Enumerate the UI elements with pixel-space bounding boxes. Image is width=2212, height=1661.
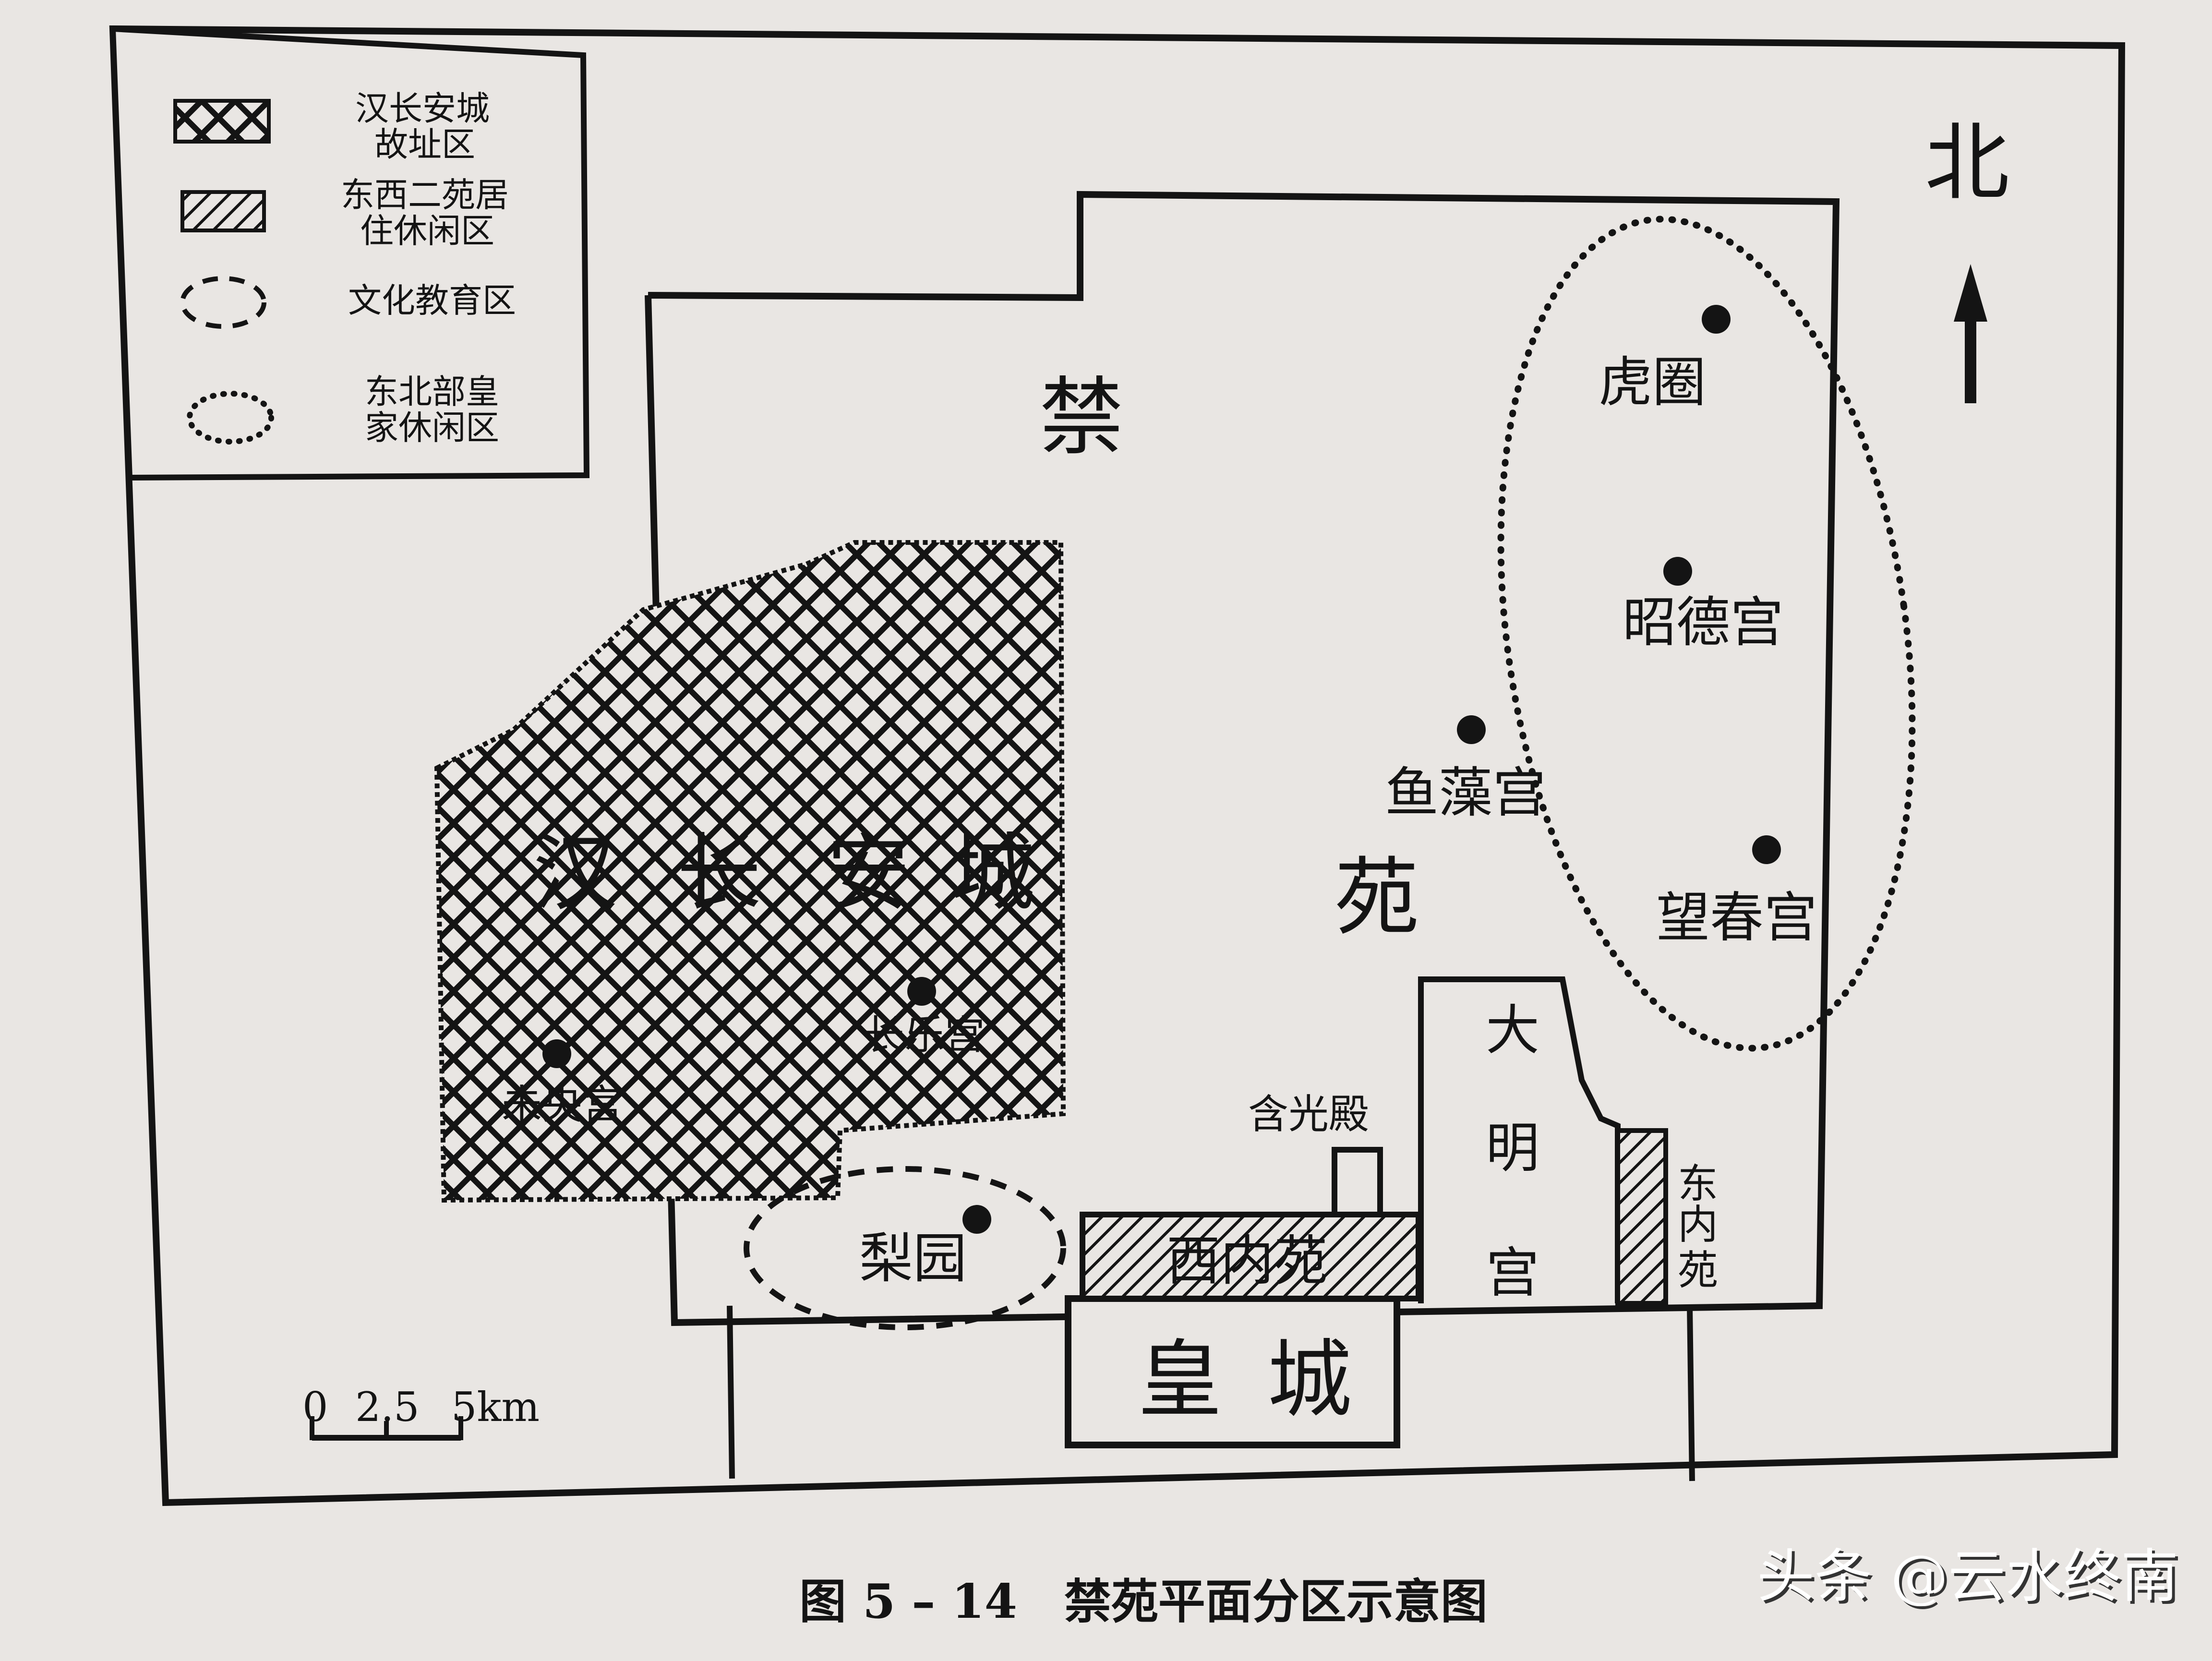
legend-label-1b: 故址区 bbox=[374, 125, 475, 164]
scale-tick-5km: 5km bbox=[451, 1384, 540, 1431]
legend-swatch-diagonal bbox=[180, 190, 266, 232]
yu-zao-gong-dot bbox=[1457, 715, 1486, 744]
label-jin: 禁 bbox=[1039, 368, 1124, 467]
label-dong: 东 bbox=[1678, 1160, 1718, 1207]
label-yuan-small: 苑 bbox=[1678, 1247, 1718, 1294]
scale-tick-2-5: 2.5 bbox=[355, 1384, 420, 1431]
han-chang-an-area bbox=[434, 540, 1066, 1203]
legend-swatch-dashed bbox=[180, 276, 266, 329]
zhao-de-gong-dot bbox=[1663, 557, 1692, 586]
wei-yang-gong-dot bbox=[542, 1039, 571, 1068]
label-wang-chun-gong: 望春宫 bbox=[1656, 887, 1817, 949]
legend-box bbox=[109, 25, 590, 481]
legend-label-4a: 东北部皇 bbox=[365, 372, 499, 411]
label-han-1: 汉 bbox=[533, 824, 617, 923]
label-li-yuan: 梨园 bbox=[859, 1228, 967, 1290]
label-zhao-de-gong: 昭德宫 bbox=[1623, 591, 1784, 654]
label-huang: 皇 bbox=[1138, 1331, 1222, 1429]
legend-label-2b: 住休闲区 bbox=[360, 211, 494, 251]
label-da: 大 bbox=[1486, 999, 1539, 1062]
hanguang-dian-box bbox=[1332, 1147, 1383, 1215]
legend-swatch-dotted bbox=[187, 391, 274, 445]
label-yu-zao-gong: 鱼藻宫 bbox=[1385, 762, 1546, 824]
label-hanguang-dian: 含光殿 bbox=[1248, 1091, 1369, 1138]
li-yuan-zone bbox=[744, 1166, 1066, 1330]
daming-gong-outline bbox=[1418, 976, 1621, 1303]
compass-label: 北 bbox=[1925, 114, 2009, 212]
label-hu-quan: 虎圈 bbox=[1599, 351, 1706, 414]
scale-bar bbox=[310, 1416, 463, 1441]
ne-royal-zone bbox=[1497, 216, 1916, 1052]
scale-tick-0: 0 bbox=[302, 1384, 328, 1431]
legend-label-1a: 汉长安城 bbox=[355, 89, 490, 128]
north-arrow-icon bbox=[1954, 264, 1987, 403]
wang-chun-gong-dot bbox=[1752, 835, 1781, 864]
label-ming: 明 bbox=[1486, 1117, 1539, 1180]
label-han-3: 安 bbox=[826, 824, 910, 923]
label-gong: 宫 bbox=[1486, 1242, 1539, 1304]
watermark-shadow: 头条 @云水终南 bbox=[1760, 1546, 2181, 1613]
label-chang-le-gong: 长乐宫 bbox=[864, 1011, 985, 1059]
label-wei-yang-gong: 未央宫 bbox=[502, 1081, 623, 1128]
legend-label-3: 文化教育区 bbox=[348, 281, 516, 320]
legend-swatch-crosshatch bbox=[173, 99, 271, 144]
label-han-4: 城 bbox=[950, 824, 1035, 923]
label-xi-nei-yuan: 西内苑 bbox=[1166, 1230, 1328, 1292]
south-wall-right bbox=[1687, 1305, 1695, 1481]
south-wall-left bbox=[727, 1305, 735, 1479]
legend-label-2a: 东西二苑居 bbox=[341, 175, 509, 215]
figure-caption: 图 5 – 14 禁苑平面分区示意图 bbox=[799, 1574, 1488, 1629]
dong-nei-yuan-area bbox=[1615, 1128, 1668, 1306]
chang-le-gong-dot bbox=[907, 977, 936, 1006]
label-nei: 内 bbox=[1678, 1201, 1718, 1248]
label-cheng: 城 bbox=[1267, 1331, 1352, 1429]
huang-cheng-box bbox=[1065, 1295, 1400, 1448]
jinyuan-boundary bbox=[645, 191, 1840, 1326]
watermark: 头条 @云水终南 bbox=[1757, 1543, 2178, 1610]
li-yuan-dot bbox=[962, 1205, 991, 1234]
legend-label-4b: 家休闲区 bbox=[365, 408, 499, 447]
label-han-2: 长 bbox=[677, 824, 761, 923]
outer-frame bbox=[109, 25, 2126, 1506]
label-yuan: 苑 bbox=[1334, 848, 1419, 947]
hu-quan-dot bbox=[1702, 305, 1731, 334]
